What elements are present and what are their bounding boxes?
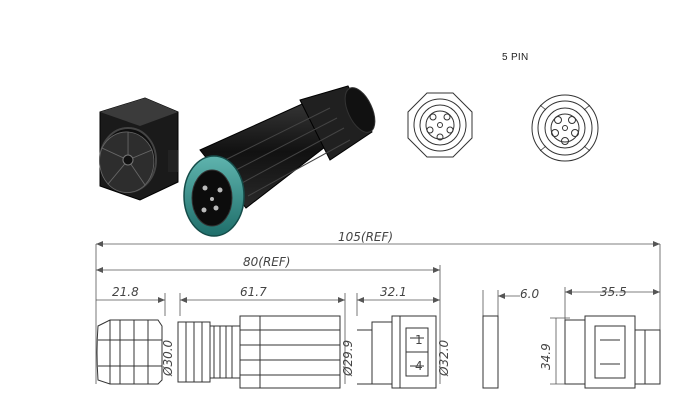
side-view-plug (177, 315, 341, 389)
plug-render (183, 85, 376, 237)
dim-receptacle-diameter: Ø32.0 (437, 339, 451, 377)
dim-flange-thickness: 6.0 (520, 287, 539, 301)
dimension-lines (95, 243, 661, 385)
side-view-socket (564, 315, 661, 389)
dim-receptacle-length: 32.1 (380, 285, 407, 299)
front-view-receptacle (531, 94, 599, 162)
dim-cable-gland-length: 21.8 (112, 285, 139, 299)
pin-count-label: 5 PIN (502, 52, 529, 63)
dim-body-length: 80(REF) (243, 255, 290, 269)
front-view-plug (407, 92, 473, 158)
panel-receptacle-render (99, 97, 179, 201)
dim-plug-length: 61.7 (240, 285, 267, 299)
pin-number-4: 4 (415, 359, 423, 373)
dim-socket-height: 34.9 (539, 343, 553, 370)
dim-socket-width: 35.5 (600, 285, 627, 299)
side-view-flange (482, 315, 499, 389)
pin-number-1: 1 (415, 333, 423, 347)
dim-plug-diameter: Ø29.9 (341, 340, 355, 377)
side-view-cable-gland (96, 319, 163, 385)
side-view-receptacle (357, 315, 437, 389)
dim-overall-length: 105(REF) (338, 230, 393, 244)
dim-cable-gland-diameter: Ø30.0 (161, 339, 175, 377)
